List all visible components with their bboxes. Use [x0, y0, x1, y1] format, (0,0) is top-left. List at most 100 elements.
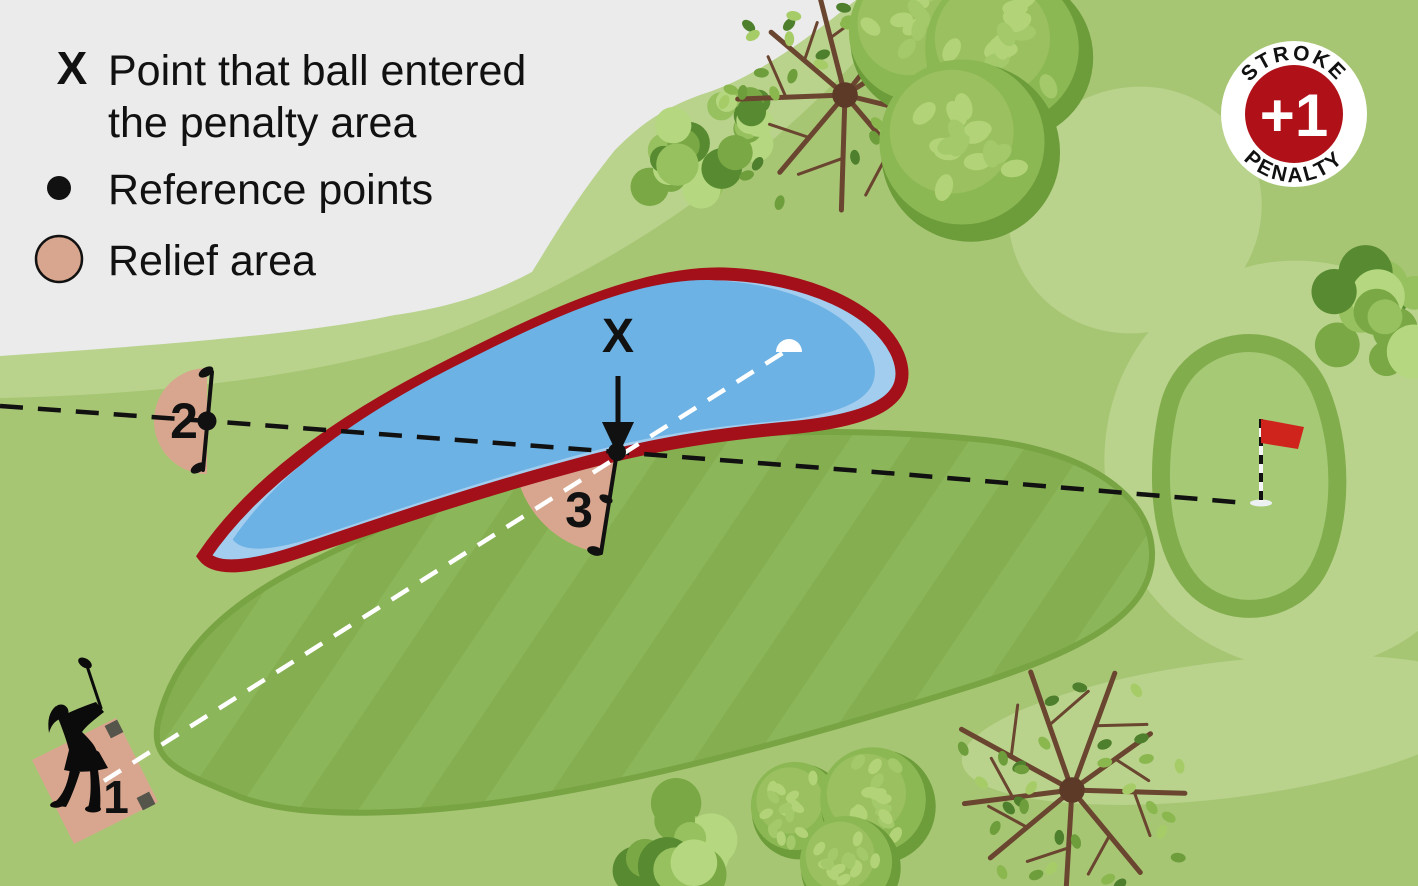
trunk [832, 82, 858, 108]
leaf [1025, 781, 1038, 795]
leaf [1002, 801, 1015, 815]
leaf [774, 195, 785, 210]
branch [768, 29, 848, 98]
leaf [742, 19, 756, 32]
leaf [1122, 783, 1137, 795]
leaf [996, 864, 1008, 880]
legend-reference-dot-icon [47, 176, 71, 200]
light-grass-band-bottom-right [961, 655, 1418, 805]
badge-value: +1 [1260, 82, 1328, 149]
leaf [1130, 683, 1143, 698]
legend-relief-label: Relief area [108, 237, 316, 285]
twig [989, 756, 1015, 799]
bush-top-left [630, 107, 742, 209]
bush-right-edge [1311, 245, 1418, 379]
leaf [785, 790, 800, 802]
leaf [808, 770, 818, 786]
leaf [852, 831, 863, 847]
out-of-bounds-area [0, 0, 856, 356]
leaf [815, 49, 830, 60]
leaf [868, 758, 882, 775]
leaf [964, 120, 992, 138]
bush-clump [1314, 322, 1360, 368]
leaf [982, 140, 1001, 168]
bush-top-left-2 [707, 87, 774, 171]
branch [777, 92, 848, 175]
twig [796, 156, 845, 176]
badge-inner-circle [1245, 65, 1343, 163]
leaf [1012, 0, 1037, 9]
leaf [870, 117, 884, 130]
leaf [911, 18, 927, 41]
branch [838, 92, 848, 213]
leaf [836, 873, 851, 886]
leaf [851, 754, 866, 770]
leaf [737, 84, 748, 100]
twig [1113, 757, 1151, 783]
leaf [897, 38, 916, 59]
trunk [1059, 777, 1085, 803]
reference-2-label: 2 [170, 393, 198, 449]
leaf [820, 859, 836, 871]
leaf [888, 827, 903, 844]
relief-area-2 [154, 368, 207, 474]
leaf [1161, 811, 1176, 823]
bush-clump [736, 96, 767, 127]
leaf [753, 68, 769, 78]
leaf [784, 31, 795, 47]
twig [1094, 722, 1149, 728]
leaf [1156, 824, 1168, 839]
leaf [813, 841, 826, 856]
leaf [836, 2, 851, 13]
leaf [767, 824, 778, 839]
leaf [1174, 758, 1185, 774]
light-grass-band-top-left [0, 0, 910, 398]
leaf [872, 788, 887, 805]
branch [987, 787, 1075, 861]
leaf [1170, 852, 1186, 863]
leaf [769, 86, 780, 101]
twig [766, 55, 788, 99]
branch [959, 726, 1075, 793]
legend: X Point that ball entered the penalty ar… [34, 42, 526, 285]
leaf [723, 84, 739, 95]
leaf [1038, 736, 1051, 750]
leaf [786, 10, 802, 21]
bush-clump [655, 107, 692, 144]
leaf [1097, 739, 1112, 750]
flagstick [1250, 419, 1304, 507]
leaf [1008, 12, 1032, 33]
twig [768, 122, 811, 139]
legend-entry-line2: the penalty area [108, 99, 416, 147]
bush-bottom-left [612, 778, 738, 886]
leaf [1014, 764, 1030, 775]
leaf [1134, 733, 1149, 744]
bush-clump [717, 135, 753, 171]
leaf [759, 808, 774, 820]
entry-point-label: X [602, 310, 634, 363]
leaf [718, 94, 730, 110]
reference-3-label: 3 [565, 482, 593, 538]
leaf [786, 835, 796, 850]
twig [802, 21, 819, 62]
golf-ball-icon [776, 339, 802, 352]
bush-clump [1367, 299, 1403, 335]
leaf [998, 750, 1008, 766]
leaf [1044, 695, 1060, 706]
leaf [870, 773, 884, 790]
entry-point-marker: X [602, 310, 634, 456]
leaf [890, 12, 913, 28]
leaf [974, 776, 988, 789]
reference-dot-2 [197, 411, 217, 431]
hole-cup-icon [1250, 499, 1272, 507]
bush-bottom-center-3 [799, 815, 901, 886]
leaf [1139, 753, 1154, 764]
stroke-penalty-badge: +1 STROKE PENALTY [1221, 41, 1367, 187]
leaf [870, 853, 881, 869]
light-grass-patch-upper-right [1008, 86, 1262, 334]
leaf [845, 853, 856, 869]
legend-relief-circle-icon [34, 234, 84, 284]
leaf [854, 804, 868, 821]
leaf [1028, 869, 1044, 881]
leaf [827, 847, 839, 863]
